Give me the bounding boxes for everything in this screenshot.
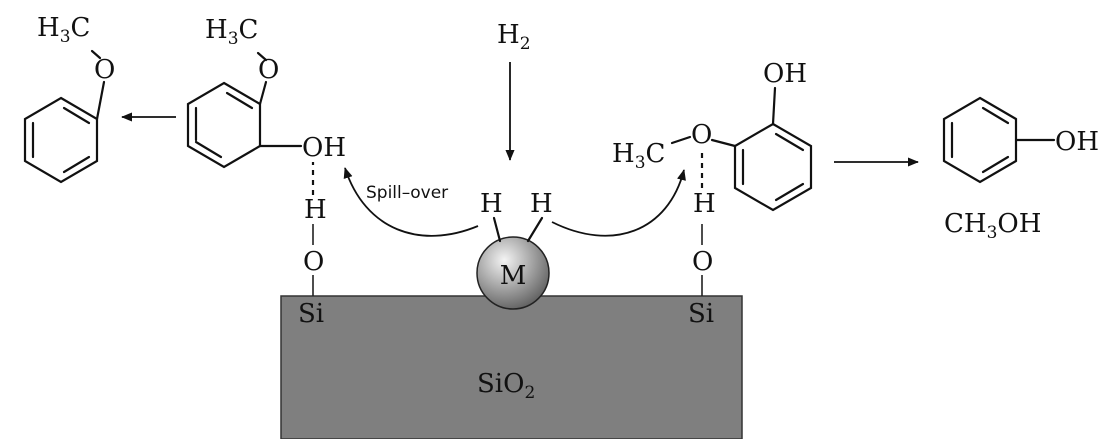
guaiacol-right-hydroxyl: OH: [763, 59, 807, 89]
silica-support: [280, 295, 743, 439]
guaiacol-molecule-right: [670, 86, 813, 212]
anisole-molecule: [23, 49, 106, 184]
silanol-left-si: Si: [298, 299, 324, 329]
adsorbed-h-right: H: [530, 189, 553, 219]
guaiacol-right-methyl: H3C: [612, 139, 665, 173]
spillover-label: Spill–over: [366, 183, 448, 203]
anisole-ether-oxygen: O: [94, 55, 115, 85]
spillover-arrow-right: [551, 169, 686, 237]
guaiacol-left-ether-oxygen: O: [258, 55, 279, 85]
phenol-hydroxyl: OH: [1055, 127, 1099, 157]
silanol-right-o: O: [692, 247, 713, 277]
guaiacol-molecule-left: [186, 51, 303, 169]
silica-support-label: SiO2: [477, 369, 535, 403]
phenol-molecule: [942, 96, 1056, 184]
metal-particle-label: M: [500, 261, 527, 291]
anisole-methyl: H3C: [37, 13, 90, 47]
hydrogen-molecule-label: H2: [497, 20, 531, 54]
metal-h-bond-left: [492, 216, 502, 243]
methanol-label: CH3OH: [944, 209, 1041, 243]
silanol-right-h: H: [693, 189, 716, 219]
metal-particle: [476, 236, 550, 310]
metal-h-bond-right: [526, 216, 544, 243]
silanol-left-o: O: [303, 247, 324, 277]
adsorbed-h-left: H: [480, 189, 503, 219]
guaiacol-left-methyl: H3C: [205, 15, 258, 49]
spillover-arrow-left: [343, 167, 479, 237]
guaiacol-left-hydroxyl: OH: [302, 133, 346, 163]
silanol-left-h: H: [304, 195, 327, 225]
guaiacol-right-ether-oxygen: O: [691, 120, 712, 150]
silanol-right-si: Si: [688, 299, 714, 329]
